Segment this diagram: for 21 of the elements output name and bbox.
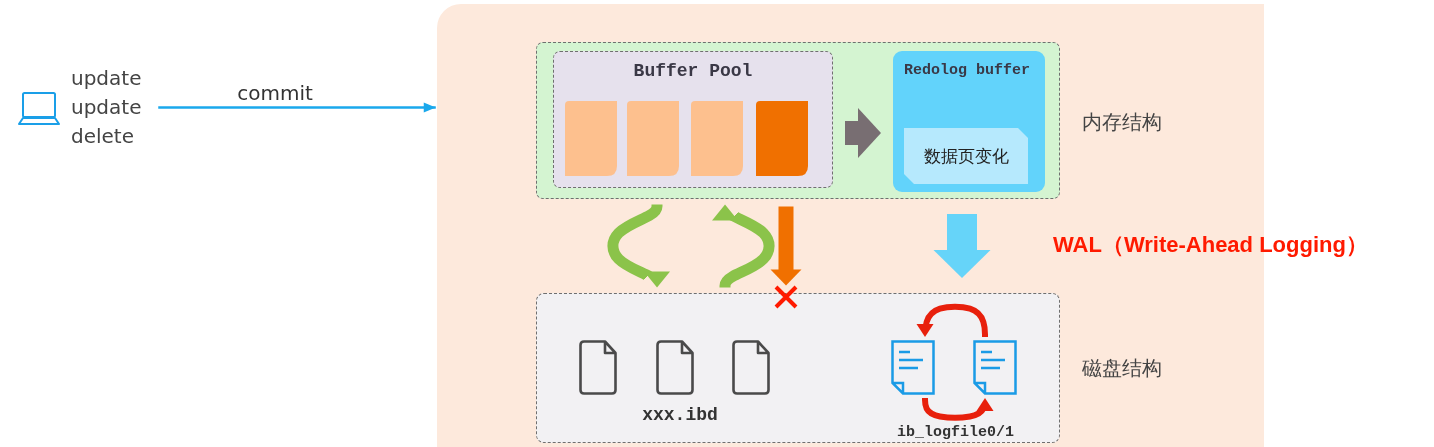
file-name-label: xxx.ibd (642, 405, 718, 425)
arrow (158, 102, 436, 113)
statement-text: update update delete (71, 64, 157, 151)
file-name-label: ib_logfile0/1 (897, 424, 1015, 441)
block-arrow (933, 214, 991, 278)
curved-arrow (922, 396, 994, 421)
memory-area-box (536, 42, 1060, 199)
document-icon (891, 340, 935, 395)
node-label: 数据页变化 (923, 144, 1009, 168)
region-label: 磁盘结构 (1082, 355, 1162, 382)
document-icon (973, 340, 1017, 395)
annotation-text: WAL（Write-Ahead Logging） (1053, 231, 1368, 259)
title-text: Buffer Pool (633, 61, 753, 81)
data-change-box (904, 128, 1028, 184)
redo-log-buffer-box (893, 51, 1045, 192)
block-arrow (845, 108, 881, 158)
region-label: 内存结构 (1082, 109, 1162, 136)
buffer-pool-box (553, 51, 833, 188)
disk-area-box (536, 293, 1060, 443)
block-arrow (770, 206, 802, 286)
title-text: Redolog buffer (904, 62, 1031, 79)
